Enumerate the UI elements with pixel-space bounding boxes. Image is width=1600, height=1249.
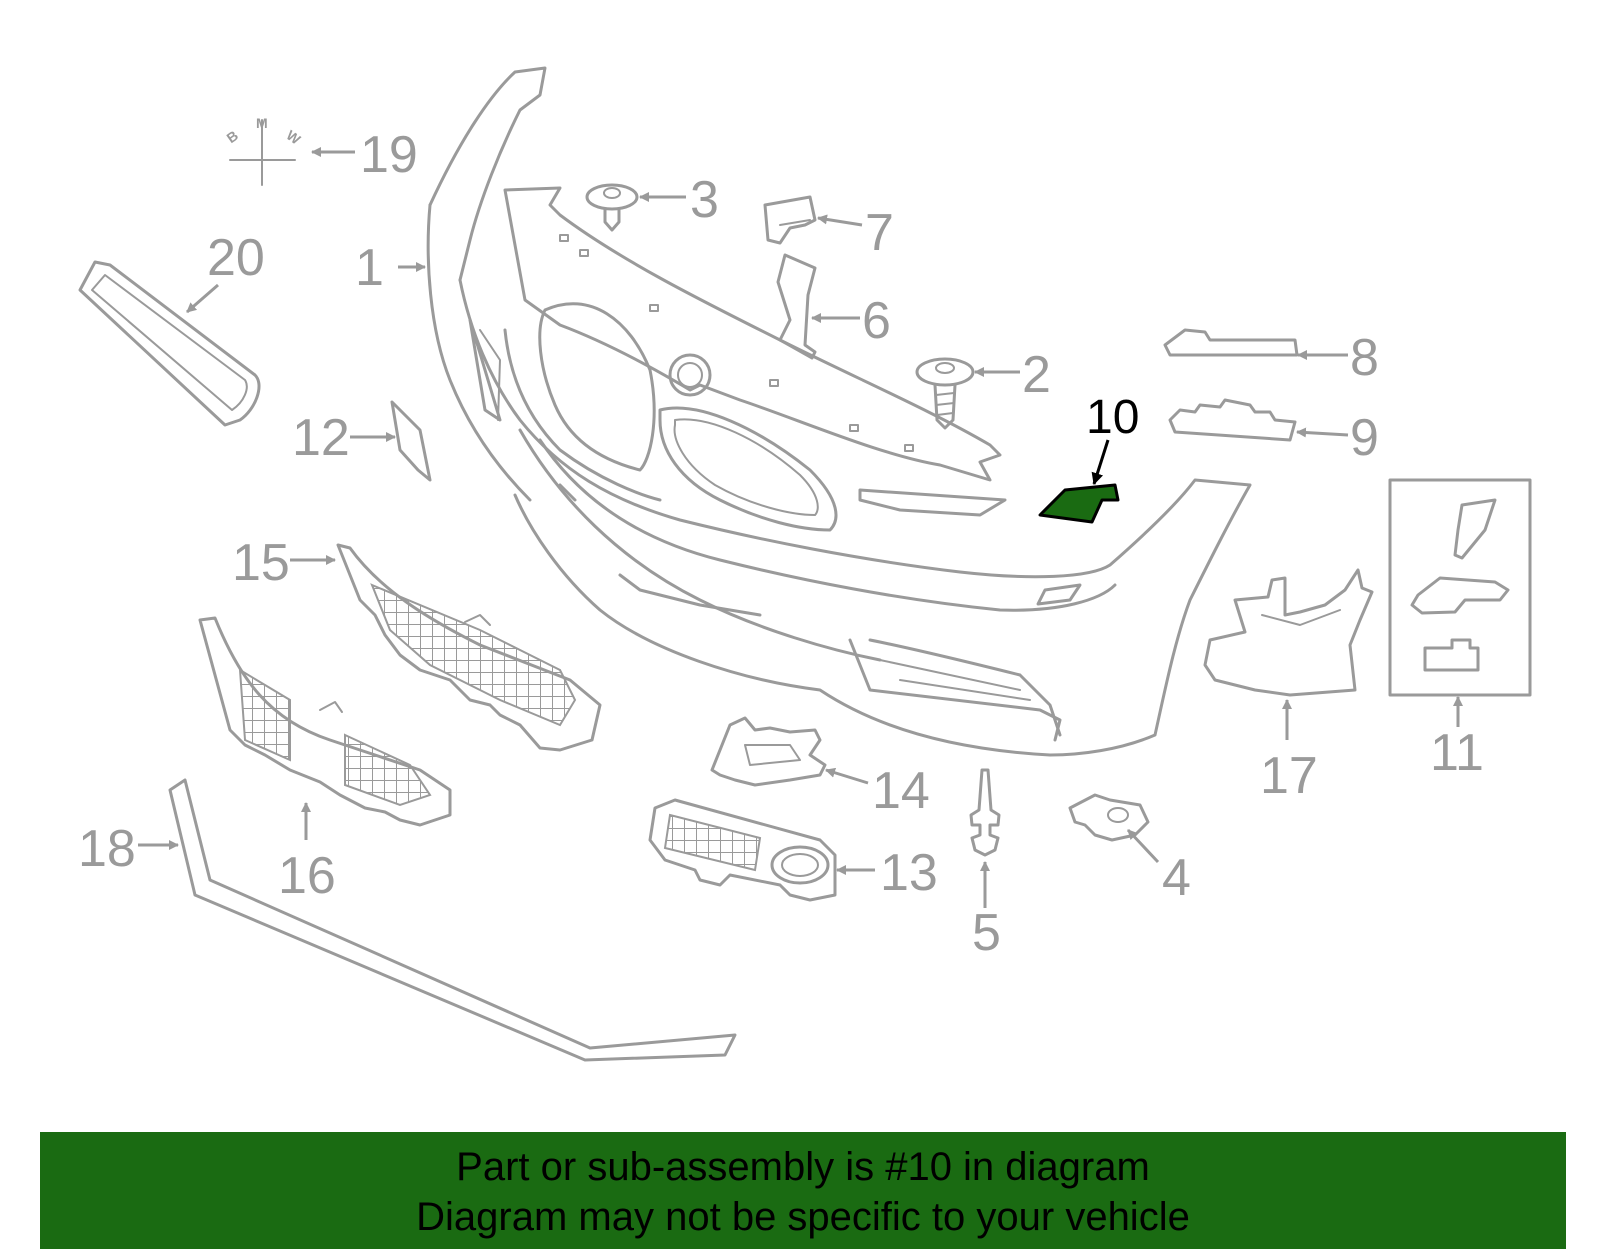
fog-light-grille-13 <box>648 798 837 902</box>
callout-2: 2 <box>1022 346 1051 404</box>
callout-4: 4 <box>1162 849 1191 907</box>
bracket-6 <box>776 253 817 360</box>
push-clip-5 <box>969 768 1001 857</box>
logo-letter-m: M <box>256 115 268 131</box>
lower-grille-15 <box>336 543 602 752</box>
lower-grille-16 <box>198 616 452 827</box>
callout-14: 14 <box>872 762 930 820</box>
callout-18: 18 <box>78 820 136 878</box>
callout-1: 1 <box>355 239 384 297</box>
callout-5: 5 <box>972 904 1001 962</box>
callout-3: 3 <box>690 171 719 229</box>
trim-strip-18 <box>168 778 737 1062</box>
bracket-12 <box>390 400 432 482</box>
bracket-set-11 <box>1388 478 1532 697</box>
callout-10: 10 <box>1086 391 1139 444</box>
side-grille-trim <box>78 260 261 427</box>
trim-strip-8 <box>1163 328 1299 357</box>
callout-16: 16 <box>278 847 336 905</box>
callout-7: 7 <box>865 204 894 262</box>
callout-20: 20 <box>207 229 265 287</box>
clip-4 <box>1068 793 1150 842</box>
trim-strip-9 <box>1168 398 1297 442</box>
callout-8: 8 <box>1350 329 1379 387</box>
callout-11: 11 <box>1430 724 1484 782</box>
callout-13: 13 <box>880 844 938 902</box>
bracket-7 <box>763 195 817 245</box>
callout-12: 12 <box>292 409 350 467</box>
callout-leaders <box>138 147 1463 908</box>
callout-numbers: 1 2 3 4 5 6 7 8 9 11 12 13 14 15 16 17 1… <box>78 126 1484 962</box>
callout-15: 15 <box>232 534 290 592</box>
bracket-17 <box>1203 568 1374 697</box>
bmw-emblem: B M W <box>224 115 305 186</box>
bumper-cover <box>426 66 1252 757</box>
push-nut-3 <box>585 183 639 232</box>
banner-line-part: Part or sub-assembly is #10 in diagram <box>456 1145 1150 1189</box>
upper-grille-frame <box>503 186 1007 532</box>
callout-10-highlight: 10 <box>1086 391 1139 485</box>
logo-letter-w: W <box>284 127 305 148</box>
screw-2 <box>915 357 975 430</box>
bracket-14 <box>710 716 827 787</box>
banner-line-disclaimer: Diagram may not be specific to your vehi… <box>416 1195 1190 1239</box>
callout-6: 6 <box>862 292 891 350</box>
highlighted-part-10 <box>1038 483 1120 524</box>
callout-9: 9 <box>1350 409 1379 467</box>
callout-19: 19 <box>360 126 418 184</box>
callout-17: 17 <box>1260 747 1318 805</box>
logo-letter-b: B <box>224 127 241 146</box>
info-banner: Part or sub-assembly is #10 in diagram D… <box>40 1132 1566 1249</box>
